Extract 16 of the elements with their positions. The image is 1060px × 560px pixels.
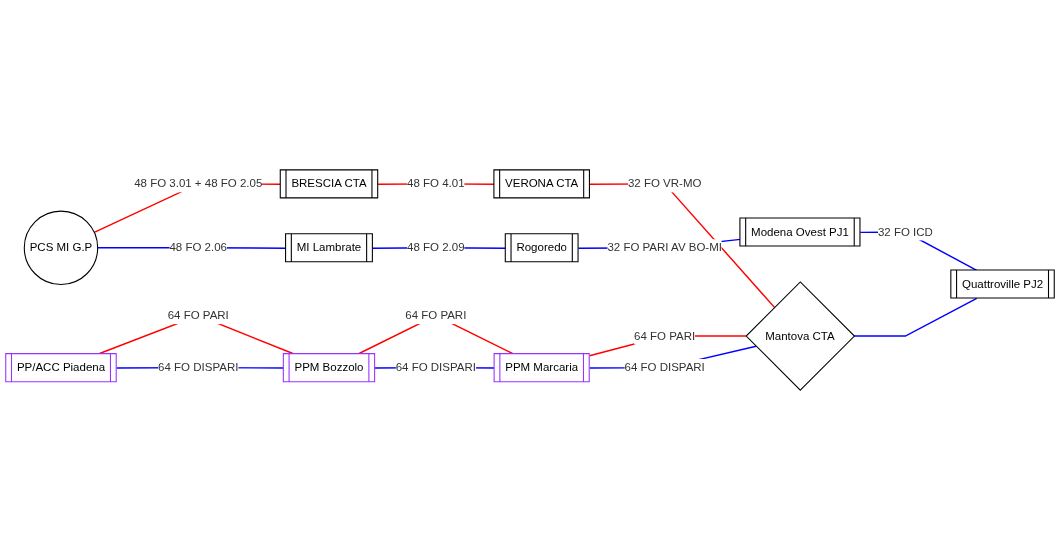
- edge-label: 48 FO 2.09: [407, 241, 465, 254]
- edge-label: 48 FO 4.01: [407, 177, 465, 190]
- edge-label: 64 FO DISPARI: [624, 361, 705, 374]
- edge-label: 32 FO VR-MO: [627, 177, 702, 190]
- edge-label: 64 FO PARI: [405, 309, 467, 322]
- edge-label: 64 FO PARI: [167, 309, 229, 322]
- edge-label: 64 FO PARI: [634, 329, 696, 342]
- edge-label: 32 FO PARI AV BO-MI: [607, 241, 722, 254]
- node-circle: PCS MI G.P: [23, 210, 99, 286]
- edge-label: 64 FO DISPARI: [158, 361, 239, 374]
- edge-label: 48 FO 3.01 + 48 FO 2.05: [134, 177, 263, 190]
- edge-label: 64 FO DISPARI: [395, 361, 476, 374]
- connector: [589, 183, 776, 309]
- edge-label: 32 FO ICD: [877, 225, 933, 238]
- node-diamond: Mantova CTA: [745, 281, 856, 391]
- edge-label: 48 FO 2.06: [169, 241, 227, 254]
